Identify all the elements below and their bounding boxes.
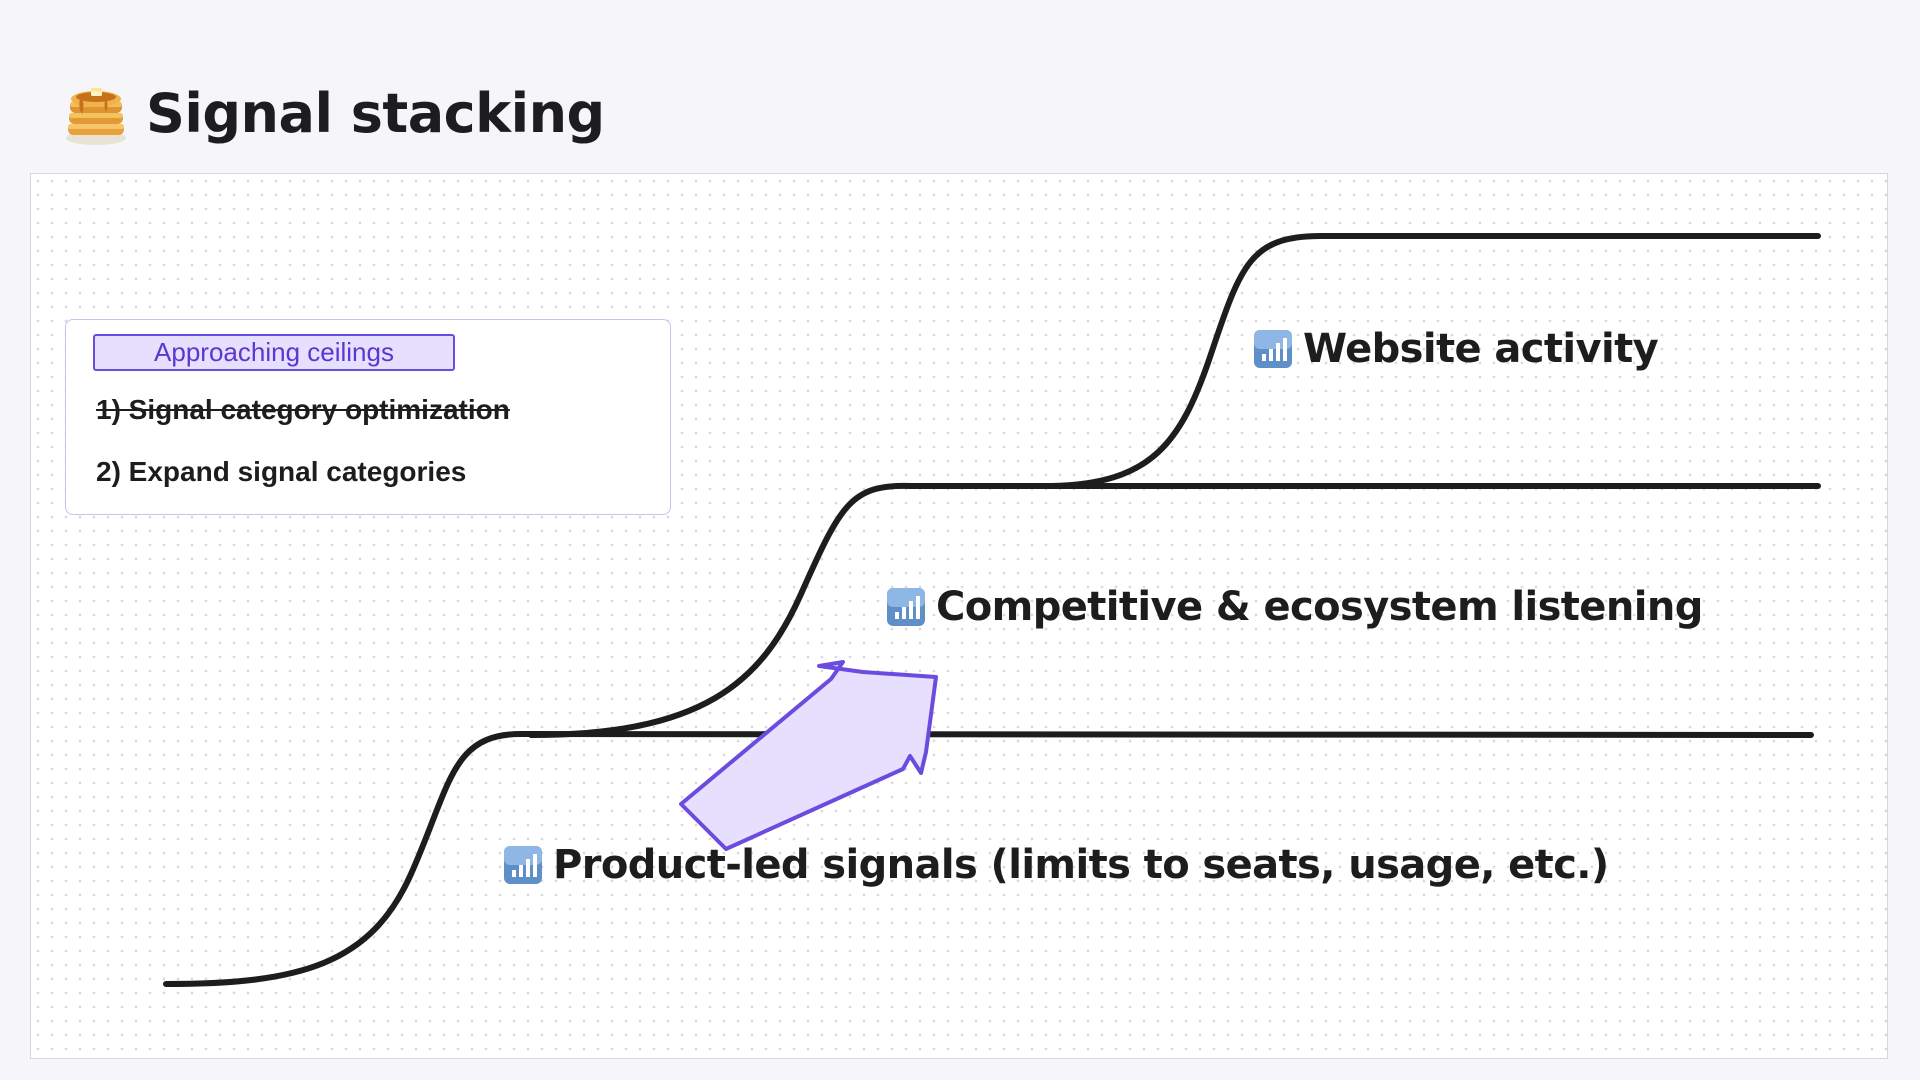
- layer-label-text: Competitive & ecosystem listening: [936, 584, 1703, 630]
- legend-box: Approaching ceilings 1) Signal category …: [65, 319, 671, 515]
- layer-label-text: Product-led signals (limits to seats, us…: [553, 842, 1609, 888]
- legend-item-expand: 2) Expand signal categories: [96, 456, 467, 487]
- bar-chart-icon: [504, 846, 542, 884]
- page-header: Signal stacking: [62, 80, 605, 148]
- layer-label-text: Website activity: [1303, 326, 1659, 372]
- legend-item-optimization: 1) Signal category optimization: [96, 394, 510, 425]
- page-title: Signal stacking: [146, 82, 605, 145]
- s-curve-website: [1048, 233, 1821, 489]
- layer-website-activity: Website activity: [1253, 326, 1659, 372]
- s-curve-product-led: [163, 730, 1814, 987]
- s-curve-competitive: [528, 482, 1821, 738]
- expansion-arrow-icon: [679, 660, 938, 851]
- s-curve-diagram: [163, 233, 1821, 987]
- layer-product-led-signals: Product-led signals (limits to seats, us…: [503, 842, 1609, 888]
- pancakes-icon: [66, 88, 126, 145]
- approaching-ceilings-tag: Approaching ceilings: [93, 334, 455, 371]
- bar-chart-icon: [1254, 330, 1292, 368]
- whiteboard-canvas[interactable]: Approaching ceilings 1) Signal category …: [30, 173, 1888, 1059]
- layer-competitive-listening: Competitive & ecosystem listening: [886, 584, 1703, 630]
- bar-chart-icon: [887, 588, 925, 626]
